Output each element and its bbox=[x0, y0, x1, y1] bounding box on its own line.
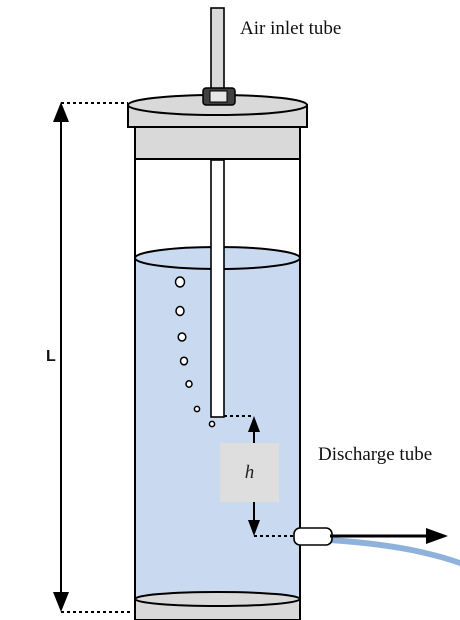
height-arrow-bottom bbox=[248, 520, 260, 536]
tube-fitting-collar bbox=[209, 90, 228, 103]
discharge-flow-arrowhead bbox=[426, 528, 448, 544]
length-arrow-bottom bbox=[53, 592, 69, 612]
discharge-tube-label: Discharge tube bbox=[318, 444, 433, 465]
air-bubble bbox=[175, 305, 185, 317]
length-arrow-top bbox=[53, 102, 69, 122]
bottom-base-rim bbox=[134, 591, 301, 607]
air-inlet-tube bbox=[210, 7, 225, 93]
discharge-stream bbox=[330, 537, 460, 566]
air-bubble bbox=[177, 332, 187, 342]
air-bubble bbox=[185, 380, 193, 388]
height-label: h bbox=[244, 461, 255, 483]
air-inlet-tube-inner bbox=[210, 159, 225, 418]
air-bubble bbox=[174, 276, 186, 288]
air-bubble bbox=[193, 405, 201, 413]
air-inlet-label: Air inlet tube bbox=[240, 18, 342, 39]
discharge-tube bbox=[293, 527, 333, 546]
air-bubble bbox=[208, 420, 216, 428]
height-arrow-top bbox=[248, 416, 260, 432]
length-label: L bbox=[44, 347, 58, 367]
air-bubbles bbox=[174, 276, 216, 428]
air-bubble bbox=[179, 356, 189, 366]
height-label-box: h bbox=[220, 443, 279, 502]
top-cap-skirt bbox=[134, 126, 301, 160]
